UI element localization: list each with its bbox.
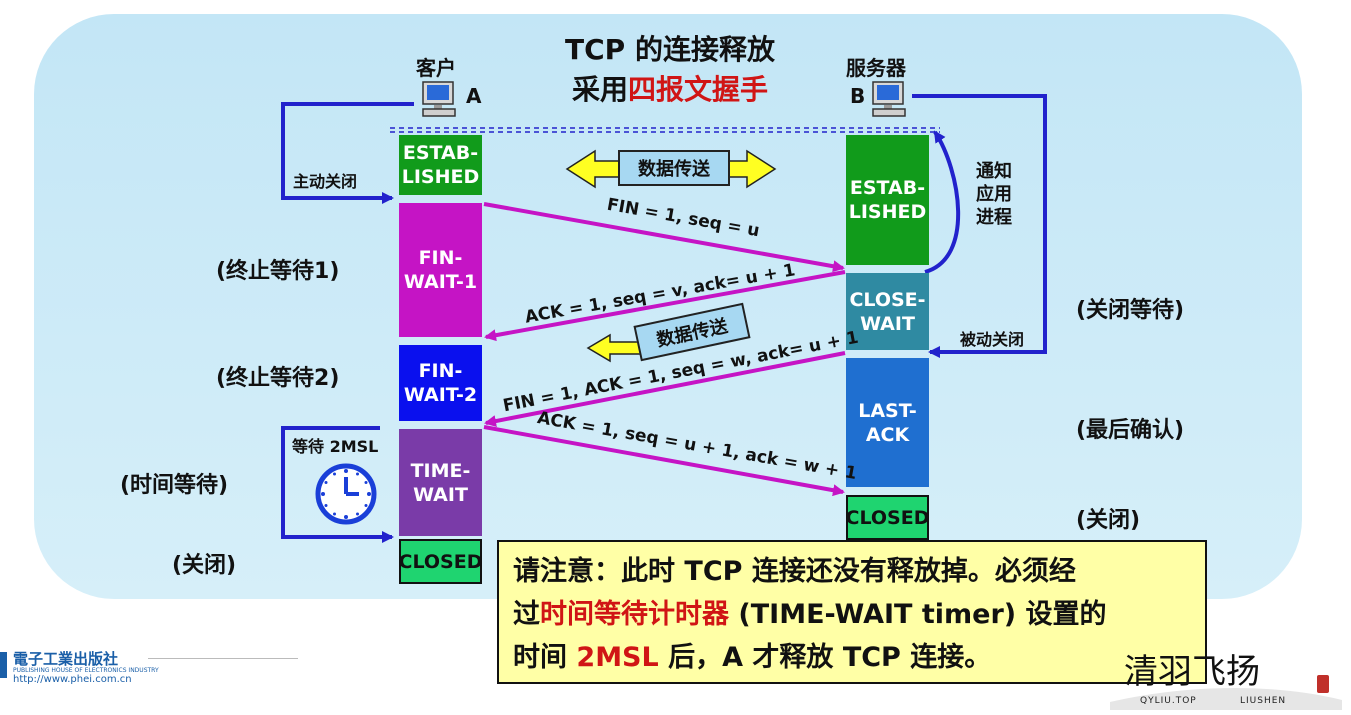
server-state-close-wait: CLOSE- WAIT [846, 273, 929, 350]
diagram-subtitle: 采用四报文握手 [571, 73, 769, 106]
active-close-label: 主动关闭 [293, 172, 358, 191]
client-state-closed: CLOSED [399, 539, 482, 584]
client-state-fin-wait-1: FIN- WAIT-1 [399, 203, 482, 337]
client-state-fin-wait-2: FIN- WAIT-2 [399, 345, 482, 421]
client-computer-icon [422, 81, 456, 117]
diagram-background [34, 14, 1302, 599]
client-state-time-wait: TIME- WAIT [399, 429, 482, 536]
wait-2msl-label: 等待 2MSL [292, 437, 379, 456]
notify-app-label: 通知 应用 进程 [976, 161, 1012, 228]
client-label: 客户 [416, 56, 456, 80]
note-box: 请注意：此时 TCP 连接还没有释放掉。必须经 过时间等待计时器 (TIME-W… [497, 540, 1207, 684]
note-line-3: 时间 2MSL 后，A 才释放 TCP 连接。 [513, 642, 992, 673]
watermark-brush-stroke [1110, 687, 1342, 710]
label-server-closed: (关闭) [1076, 508, 1141, 533]
watermark: 清羽飞扬 QYLIU.TOP LIUSHEN [1110, 640, 1345, 710]
clock-icon [315, 463, 377, 525]
server-computer-icon [872, 81, 906, 117]
client-state-established: ESTAB- LISHED [399, 135, 482, 195]
server-state-closed: CLOSED [846, 495, 929, 540]
label-time-wait: (时间等待) [120, 473, 229, 498]
seal-icon [1317, 675, 1329, 693]
server-letter: B [850, 84, 866, 108]
server-state-established: ESTAB- LISHED [846, 135, 929, 265]
label-last-ack: (最后确认) [1076, 418, 1185, 443]
server-state-last-ack: LAST- ACK [846, 358, 929, 487]
label-client-closed: (关闭) [172, 553, 237, 578]
label-fin-wait-2: (终止等待2) [216, 366, 340, 391]
passive-close-label: 被动关闭 [960, 330, 1025, 349]
diagram-title: TCP 的连接释放 [565, 33, 775, 66]
label-close-wait: (关闭等待) [1076, 298, 1185, 323]
data-transfer-label-1: 数据传送 [618, 150, 730, 186]
server-label: 服务器 [846, 56, 906, 80]
client-letter: A [466, 84, 482, 108]
publisher-emblem-icon [0, 652, 7, 678]
label-fin-wait-1: (终止等待1) [216, 259, 340, 284]
note-line-1: 请注意：此时 TCP 连接还没有释放掉。必须经 [513, 556, 1076, 587]
note-line-2: 过时间等待计时器 (TIME-WAIT timer) 设置的 [513, 599, 1107, 630]
